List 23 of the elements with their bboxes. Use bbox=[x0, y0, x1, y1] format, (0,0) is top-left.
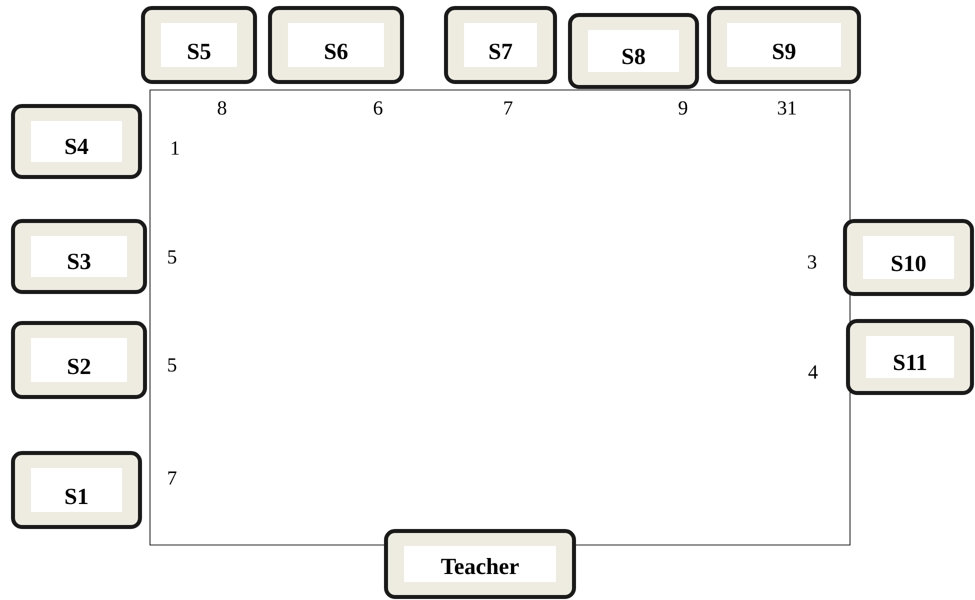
student-box: S7 bbox=[444, 6, 557, 84]
student-box: Teacher bbox=[384, 529, 576, 599]
seat-number: 4 bbox=[808, 365, 818, 379]
seat-number: 9 bbox=[678, 101, 688, 115]
seat-number: 5 bbox=[168, 250, 176, 264]
student-box: S1 bbox=[11, 451, 142, 529]
student-box: S3 bbox=[11, 219, 147, 294]
seat-number: 8 bbox=[218, 101, 226, 115]
seat-number: 5 bbox=[168, 358, 176, 372]
seat-number: 7 bbox=[168, 471, 176, 485]
student-box: S6 bbox=[268, 6, 404, 84]
student-box: S11 bbox=[846, 319, 974, 395]
student-box: S5 bbox=[141, 6, 257, 84]
seat-number: 7 bbox=[504, 101, 512, 115]
seat-number: 31 bbox=[778, 101, 796, 115]
student-box: S2 bbox=[11, 321, 147, 399]
seat-number: 3 bbox=[808, 255, 816, 269]
student-box: S8 bbox=[568, 13, 699, 89]
seat-number: 6 bbox=[374, 101, 382, 115]
student-box: S9 bbox=[707, 6, 861, 84]
seat-number: 1 bbox=[172, 141, 179, 155]
student-box: S4 bbox=[11, 104, 142, 179]
student-box: S10 bbox=[843, 219, 974, 296]
